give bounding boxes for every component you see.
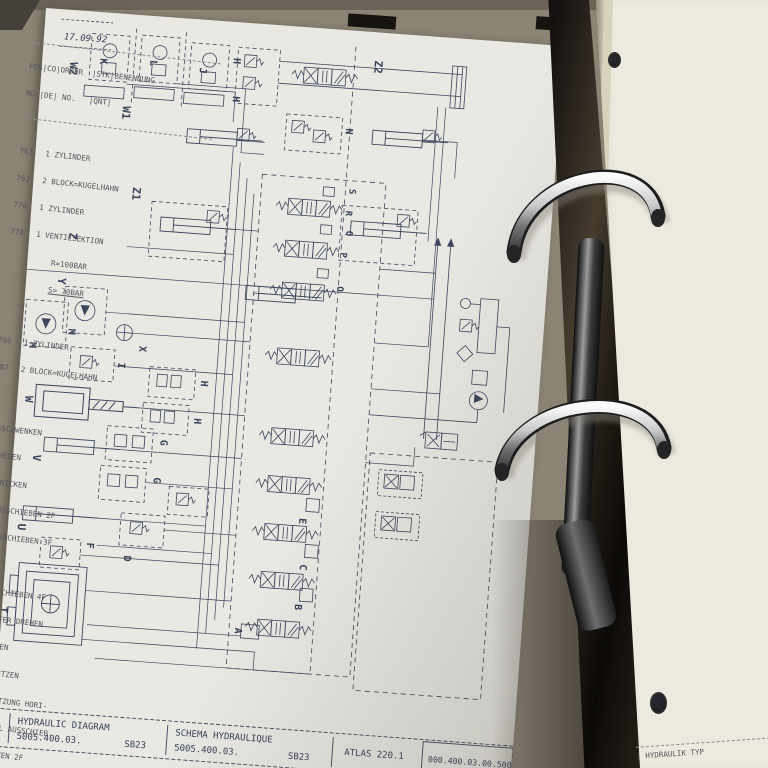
supply-return-circuit: [369, 237, 511, 451]
legend-line: Y =GREIFEN: [0, 639, 9, 653]
legend-line: W2=AUSSCHIEBEN 4F: [0, 584, 47, 603]
table-row: 787 2 BLOCK=KUGELHAHN: [0, 362, 184, 392]
h-blocks: [140, 366, 197, 436]
connection-lines: [26, 83, 458, 675]
label-i: I: [115, 362, 126, 369]
binder-edge-sliver: [347, 13, 397, 30]
pos-no: 787: [0, 361, 9, 373]
label-g1: G: [157, 439, 168, 446]
number-fr: 5005.400.03.: [174, 743, 240, 758]
legend-line: W1=AUSSCHIEBEN 3F: [0, 529, 53, 548]
label-c: C: [297, 564, 308, 571]
label-a: A: [232, 627, 243, 634]
legend-line: V =KNICKEN: [0, 477, 28, 491]
label-r: R: [343, 210, 353, 217]
pressure-note: R=100BAR: [50, 258, 88, 272]
label-g2: G: [150, 477, 161, 484]
label-h2: H: [191, 418, 202, 425]
label-w2: W2: [66, 62, 80, 76]
label-p: P: [337, 252, 347, 259]
label-u: U: [15, 523, 28, 531]
label-w: W: [22, 395, 35, 403]
label-v: V: [30, 454, 43, 462]
part-name: 2 BLOCK=KUGELHAHN: [41, 175, 120, 194]
desk-top-strip: [0, 0, 768, 10]
left-page: 17.09.92 K L J W2 W1: [0, 8, 565, 768]
top-valve-units: [83, 28, 231, 107]
label-t: T: [0, 606, 10, 614]
table-row: 786 1 ZYLINDER: [0, 335, 187, 365]
code-en: SB23: [124, 740, 146, 752]
d-unit: [118, 485, 210, 549]
part-name: 1 ZYLINDER: [23, 337, 70, 352]
label-h1: H: [198, 380, 209, 387]
label-h-top2: H: [230, 96, 241, 103]
label-w1: W1: [119, 106, 133, 121]
table-row: 762 2 BLOCK=KUGELHAHN: [16, 173, 206, 203]
part-name: 1 ZYLINDER: [38, 202, 85, 217]
legend-line: X =GREIFER DREHEN: [0, 612, 44, 629]
legend-line: ZONTAL AUSSCHIEB.: [0, 720, 54, 739]
part-name: 1 VENTILSEKTION: [35, 229, 105, 247]
part-name: 2 BLOCK=KUGELHAHN: [20, 364, 98, 383]
z2-boundary: [309, 46, 357, 672]
table-row: 761 1 ZYLINDER: [19, 146, 209, 176]
header-line1: POS|CO|ORDER |STK|BENENNUNG: [28, 61, 156, 86]
pos-no: 761: [19, 146, 34, 157]
label-h-top1: H: [230, 58, 241, 65]
label-q: Q: [343, 230, 353, 237]
valve-bank-sections: [239, 186, 343, 640]
label-m2: M: [65, 328, 76, 335]
legend-line: U =HEBEN: [0, 450, 22, 463]
table-row: 776 1 ZYLINDER: [13, 200, 203, 230]
date-stamp: 17.09.92: [59, 18, 114, 51]
label-k: K: [97, 58, 108, 65]
label-z: Z: [66, 232, 79, 240]
pos-no: 786: [0, 334, 13, 346]
label-m1: M: [26, 341, 37, 348]
part-name: 1 ZYLINDER: [44, 149, 91, 164]
n-unit: [283, 113, 344, 155]
legend-line: Z =ABSTUETZEN: [0, 665, 20, 681]
valve-bank: [225, 173, 387, 678]
pos-no: 778: [9, 226, 25, 238]
header-line2: NO.|DE| NO. |QNT|: [25, 88, 112, 108]
number-en: 5005.400.03.: [16, 732, 82, 747]
legend-line: Z2=ABSTUETZEN 2F: [0, 745, 24, 763]
legend-line: Z1=ABSTUETZUNG HORI-: [0, 691, 48, 711]
parts-table-header: POS|CO|ORDER |STK|BENENNUNG NO.|DE| NO. …: [23, 41, 221, 140]
label-n: N: [343, 128, 354, 135]
label-y: Y: [55, 277, 68, 285]
label-e: E: [296, 518, 307, 525]
label-z2: Z2: [371, 60, 385, 74]
legend-line: T =SCHWENKEN: [0, 423, 43, 438]
pos-no: 762: [16, 173, 31, 184]
label-x: X: [136, 346, 147, 353]
label-z1: Z1: [129, 187, 143, 202]
label-s: S: [346, 188, 356, 194]
title-fr: SCHEMA HYDRAULIQUE: [175, 728, 273, 745]
h-manifold: [234, 46, 468, 110]
label-j: J: [197, 67, 208, 74]
legend-line: W =AUSSCHIEBEN 2F: [0, 503, 56, 521]
label-l: L: [147, 60, 158, 67]
punch-hole-bottom: [650, 692, 667, 714]
option-units: [352, 452, 499, 701]
label-o: O: [334, 286, 344, 293]
date-text: 17.09.92: [64, 32, 108, 45]
label-b: B: [292, 604, 303, 611]
hydraulic-schematic: 17.09.92 K L J W2 W1: [0, 18, 517, 768]
pos-no: 776: [12, 199, 28, 211]
m-motors: [22, 285, 133, 349]
z-group: [147, 200, 419, 267]
table-row: 778 1 VENTILSEKTION: [10, 227, 200, 257]
pressure-note: S= 70BAR: [47, 285, 85, 299]
g-blocks: [97, 425, 154, 503]
label-f: F: [84, 542, 95, 549]
t-swing-drive: [6, 562, 88, 646]
w-cylinder: [33, 383, 139, 421]
punch-hole-top: [608, 52, 621, 68]
model-name: ATLAS 220.1: [344, 748, 404, 762]
code-fr: SB23: [287, 752, 309, 764]
